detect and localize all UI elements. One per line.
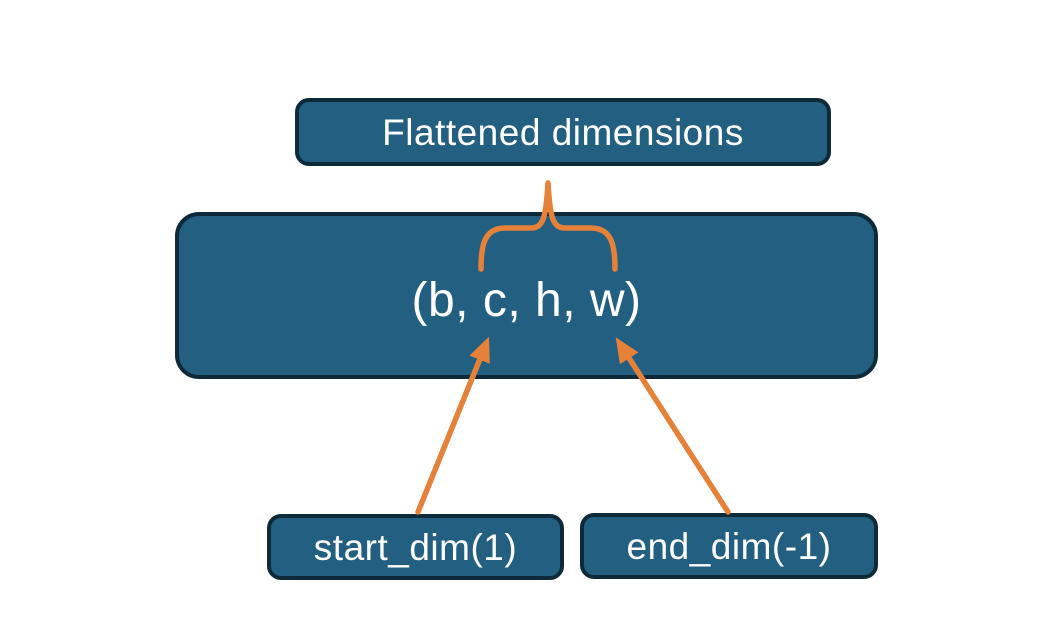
tensor-shape-label: (b, c, h, w) [411,273,642,327]
start-dim-label: start_dim(1) [313,526,518,568]
node-end-dim: end_dim(-1) [580,513,878,579]
node-tensor-shape: (b, c, h, w) [175,212,878,379]
node-start-dim: start_dim(1) [267,514,564,580]
end-dim-label: end_dim(-1) [626,525,832,567]
flattened-dimensions-label: Flattened dimensions [382,111,744,153]
node-flattened-dimensions: Flattened dimensions [295,98,831,166]
